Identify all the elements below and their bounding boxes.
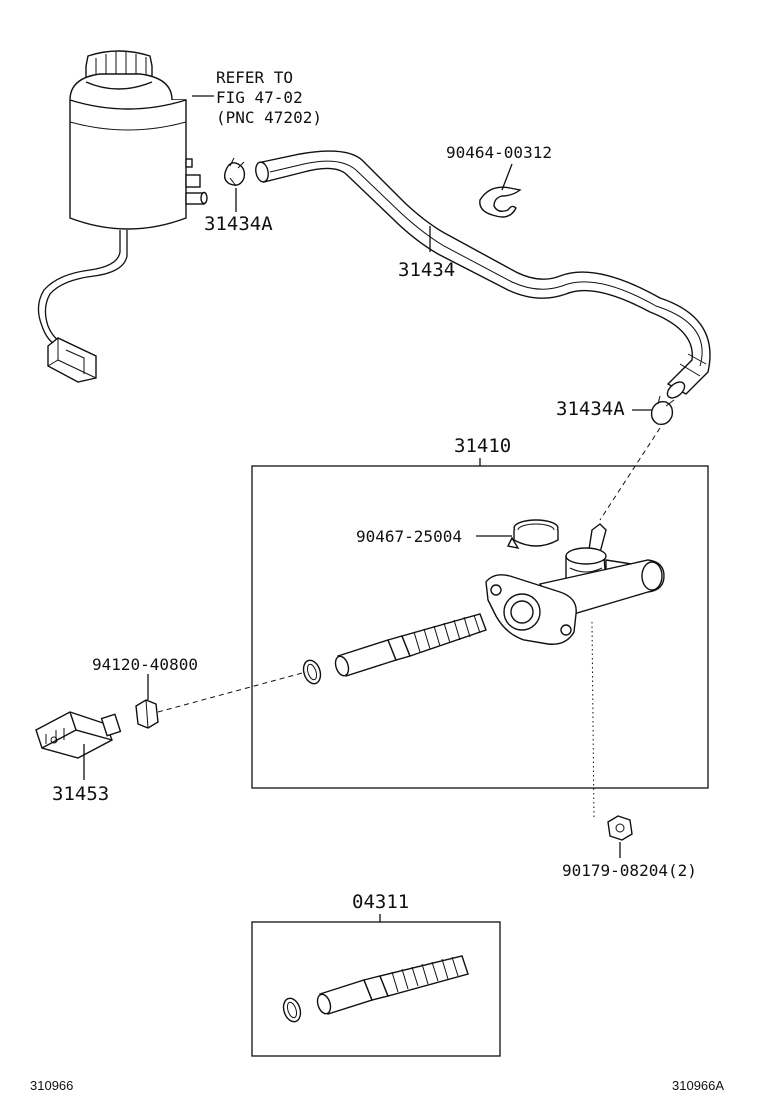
clip-hose-leader [501, 163, 513, 191]
hose-clamp-label: 90467-25004 [356, 527, 462, 546]
clip-upper-label: 31434A [204, 213, 273, 235]
refer-note-line3: (PNC 47202) [216, 108, 322, 127]
snap-ring[interactable] [301, 658, 324, 686]
hose-label: 31434 [398, 259, 455, 281]
clip-lower-label: 31434A [556, 398, 625, 420]
hose-clip-90464[interactable] [479, 186, 522, 218]
hose-clip-lower[interactable] [650, 395, 675, 426]
clip-hose-label: 90464-00312 [446, 143, 552, 162]
push-rod-dash [157, 671, 307, 713]
push-rod-nut[interactable] [135, 699, 159, 729]
refer-note-line1: REFER TO [216, 68, 293, 87]
clutch-master-cylinder[interactable] [485, 523, 665, 645]
refer-note-line2: FIG 47-02 [216, 88, 303, 107]
repair-kit-group-box [251, 921, 501, 1057]
reservoir-tank[interactable] [37, 50, 208, 383]
footer-left-code: 310966 [30, 1078, 73, 1093]
footer-right-code: 310966A [672, 1078, 724, 1093]
mount-nut-label: 90179-08204(2) [562, 861, 697, 880]
clip-to-cylinder-dash [599, 427, 661, 521]
master-cylinder-label: 31410 [454, 435, 511, 457]
master-cylinder-group-box [251, 465, 709, 789]
clevis-label: 31453 [52, 783, 109, 805]
mount-nut[interactable] [607, 815, 633, 841]
repair-kit-snap-ring[interactable] [281, 996, 304, 1024]
repair-kit-piston[interactable] [315, 955, 469, 1015]
mount-nut-dotline [591, 621, 595, 821]
piston-assembly[interactable] [333, 613, 487, 677]
push-rod-nut-label: 94120-40800 [92, 655, 198, 674]
hose-clip-upper[interactable] [223, 157, 246, 187]
push-rod-clevis[interactable] [35, 711, 122, 759]
repair-kit-label: 04311 [352, 891, 409, 913]
reservoir-hose[interactable] [254, 150, 711, 401]
hose-clamp-90467[interactable] [506, 519, 559, 549]
